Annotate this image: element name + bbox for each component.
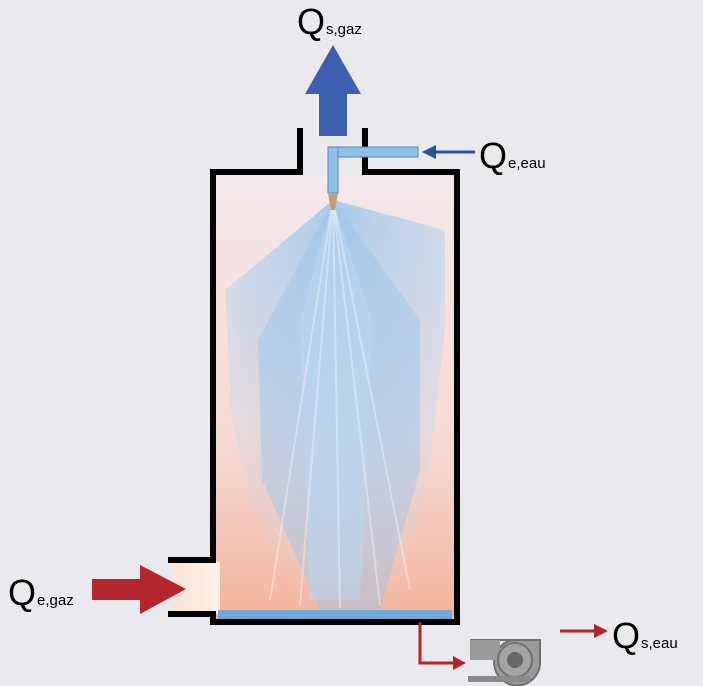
- gas-inlet-label: Qe,gaz: [8, 572, 74, 613]
- water-outlet-label: Qs,eau: [612, 615, 678, 656]
- spray-nozzle-icon: [328, 193, 338, 210]
- gas-inlet-arrow: [92, 565, 186, 614]
- water-outlet-pipe: [418, 622, 455, 665]
- gas-outlet-label: Qs,gaz: [297, 1, 362, 42]
- water-pool: [218, 610, 452, 620]
- water-outlet-arrow: [560, 624, 608, 638]
- water-inlet-arrow: [422, 145, 475, 159]
- water-spray: [225, 199, 445, 610]
- vessel-wall: [168, 128, 460, 625]
- pump-icon: [468, 639, 541, 686]
- gas-outlet-arrow: [305, 45, 361, 136]
- water-inlet-label: Qe,eau: [479, 135, 546, 176]
- water-outlet-pipe-arrowhead: [453, 656, 466, 670]
